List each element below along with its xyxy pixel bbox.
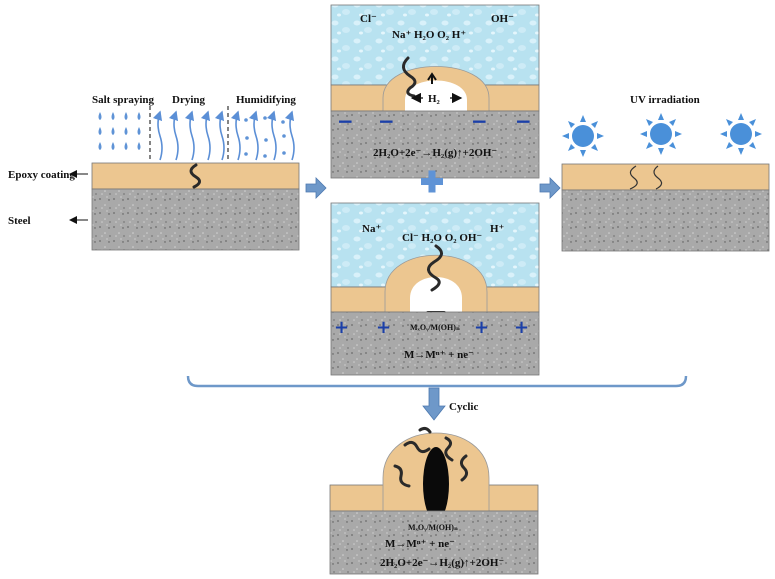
salt-spray-droplets (98, 112, 141, 150)
anodic-reaction: M→Mⁿ⁺ + ne⁻ (385, 538, 455, 550)
steel-substrate (561, 189, 770, 252)
blister-cavity (405, 80, 467, 111)
steel-substrate (91, 188, 300, 251)
chloride-ion: Cl⁻ (360, 13, 377, 25)
cyclic-bracket: Cyclic (186, 375, 688, 421)
oxide-label: MₓOᵧ/M(OH)ₙ (410, 323, 460, 332)
hydroxide-ion: OH⁻ (491, 13, 514, 25)
cyclic-arrow (422, 387, 446, 421)
corrosion-pit (423, 447, 449, 521)
flow-arrow-to-middle (305, 177, 327, 199)
cathodic-reaction: 2H₂O+2e⁻→H₂(g)↑+2OH⁻ (373, 147, 497, 159)
coating-crack (402, 56, 417, 98)
crack-outline (653, 165, 663, 190)
oxide-label: MₓOᵧ/M(OH)ₙ (408, 523, 458, 532)
negative-sign: − (337, 109, 354, 133)
flow-arrow-to-uv (539, 177, 561, 199)
negative-sign: − (378, 109, 395, 133)
epoxy-coating-label: Epoxy coating (8, 169, 75, 181)
humidity-dots (244, 116, 286, 158)
positive-sign: + (334, 317, 349, 338)
crack-outline (629, 165, 638, 190)
negative-charges: − − − − (337, 109, 532, 133)
positive-sign: + (376, 317, 391, 338)
hydrogen-ion: H⁺ (490, 223, 505, 235)
plus-symbol (421, 170, 443, 193)
sodium-ion: Na⁺ (362, 223, 381, 235)
hydrogen-gas: H₂ (410, 92, 463, 105)
steel-layer (330, 311, 540, 376)
anodic-reaction: M→Mⁿ⁺ + ne⁻ (404, 349, 474, 361)
steel-label: Steel (8, 215, 31, 227)
humidifying-label: Humidifying (236, 94, 296, 106)
panel-initial: Salt spraying Drying Humidifying (8, 94, 300, 251)
sun-icon (720, 113, 762, 155)
salt-spraying-label: Salt spraying (92, 94, 155, 106)
coating-cracks (393, 426, 469, 488)
panel-uv: UV irradiation (561, 94, 770, 252)
panel-cathodic: Cl⁻ Na⁺ H₂O O₂ H⁺ OH⁻ H₂ − − − − 2H₂O+2e… (330, 4, 540, 179)
panel-anodic: Na⁺ Cl⁻ H₂O O₂ OH⁻ H⁺ + + + + MₓOᵧ/M(OH)… (330, 202, 540, 376)
h2-rise-arrow (427, 72, 437, 84)
humidifying-arrows (230, 110, 295, 161)
cathodic-reaction: 2H₂O+2e⁻→H₂(g)↑+2OH⁻ (380, 557, 504, 569)
drying-label: Drying (172, 94, 206, 106)
steel-layer (329, 510, 539, 575)
positive-sign: + (474, 317, 489, 338)
ion-row: Cl⁻ H₂O O₂ OH⁻ (402, 232, 482, 244)
uv-irradiation-label: UV irradiation (630, 94, 700, 106)
panel-final: MₓOᵧ/M(OH)ₙ M→Mⁿ⁺ + ne⁻ 2H₂O+2e⁻→H₂(g)↑+… (329, 426, 539, 575)
initial-crack (189, 163, 201, 189)
epoxy-coating-layer (561, 163, 770, 191)
coating-crack (427, 244, 443, 292)
sun-icon (640, 113, 682, 155)
positive-sign: + (514, 317, 529, 338)
blister-cavity (410, 277, 462, 312)
negative-sign: − (515, 109, 532, 133)
negative-sign: − (471, 109, 488, 133)
cyclic-label: Cyclic (449, 401, 478, 413)
steel-layer (330, 110, 540, 179)
h2-label: H₂ (428, 93, 441, 105)
ion-row: Na⁺ H₂O O₂ H⁺ (392, 29, 466, 41)
drying-vapor-arrows (152, 110, 225, 161)
positive-charges: + + + + (334, 317, 529, 338)
sun-icon (562, 115, 604, 157)
